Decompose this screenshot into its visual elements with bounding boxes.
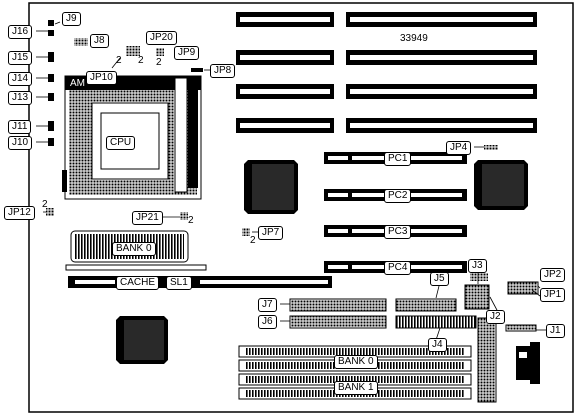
sl1-label: SL1 <box>166 276 192 290</box>
pc4-label: PC4 <box>384 261 412 275</box>
j15-label: J15 <box>8 51 33 65</box>
jp1-label: JP1 <box>540 288 566 302</box>
j6-label: J6 <box>258 315 277 329</box>
headers <box>289 281 539 332</box>
pin1-marker: 2 <box>188 215 194 226</box>
jp2-label: JP2 <box>540 268 566 282</box>
pin1-marker: 2 <box>138 55 144 66</box>
chipset-chips <box>116 160 528 364</box>
j16-label: J16 <box>8 25 33 39</box>
jumper-pins <box>46 20 498 281</box>
jp7-label: JP7 <box>258 226 284 240</box>
jp21-label: JP21 <box>132 211 163 225</box>
j13-label: J13 <box>8 91 33 105</box>
chip-marking: AM <box>70 78 85 89</box>
pin1-marker: 2 <box>250 235 256 246</box>
leader-lines <box>36 21 546 341</box>
j8-label: J8 <box>90 34 109 48</box>
pin1-marker: 2 <box>116 55 122 66</box>
j4-label: J4 <box>428 338 447 352</box>
cache-bank-label: BANK 0 <box>112 242 156 256</box>
jp8-label: JP8 <box>210 64 236 78</box>
jp20-label: JP20 <box>146 31 177 45</box>
pc3-label: PC3 <box>384 225 412 239</box>
pc1-label: PC1 <box>384 152 412 166</box>
cpu-label: CPU <box>106 136 136 150</box>
jp10-label: JP10 <box>86 71 117 85</box>
jp9-label: JP9 <box>174 46 200 60</box>
cache-label: CACHE <box>116 276 160 290</box>
j14-label: J14 <box>8 72 33 86</box>
keyboard-connector <box>516 342 540 384</box>
pin1-marker: 2 <box>42 199 48 210</box>
jp4-label: JP4 <box>446 141 472 155</box>
j7-label: J7 <box>258 298 277 312</box>
j1-label: J1 <box>546 324 565 338</box>
part-number: 33949 <box>400 33 428 44</box>
j5-label: J5 <box>430 272 449 286</box>
j10-label: J10 <box>8 136 33 150</box>
j11-label: J11 <box>8 120 32 134</box>
bank1-label: BANK 1 <box>334 381 378 395</box>
pin1-marker: 2 <box>156 57 162 68</box>
j2-label: J2 <box>486 310 505 324</box>
bank0-label: BANK 0 <box>334 355 378 369</box>
j3-label: J3 <box>468 259 487 273</box>
pc2-label: PC2 <box>384 189 412 203</box>
j9-label: J9 <box>62 12 81 26</box>
jp12-label: JP12 <box>4 206 35 220</box>
